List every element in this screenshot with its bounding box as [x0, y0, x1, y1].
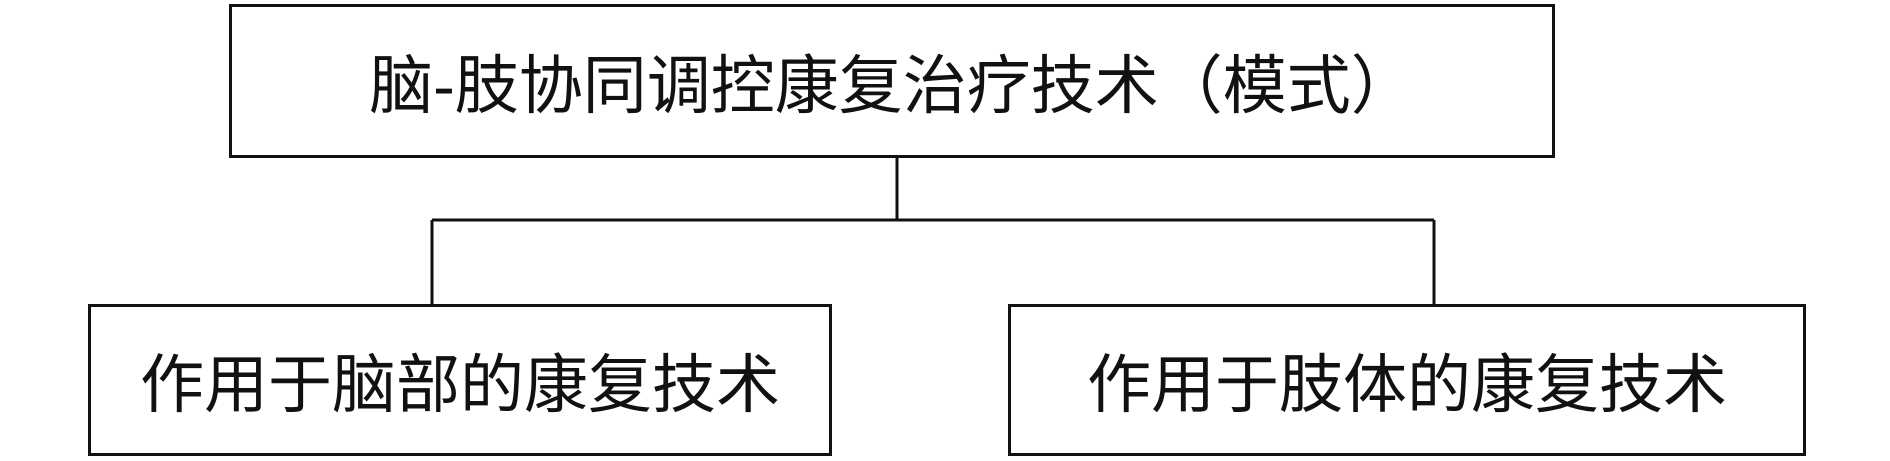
root-node-label: 脑-肢协同调控康复治疗技术（模式） [369, 50, 1415, 124]
child-node-brain-box: 作用于脑部的康复技术 [88, 304, 832, 456]
child-node-limb-box: 作用于肢体的康复技术 [1008, 304, 1806, 456]
child-node-limb-label: 作用于肢体的康复技术 [1087, 349, 1727, 423]
child-node-brain-label: 作用于脑部的康复技术 [140, 349, 780, 423]
root-node-box: 脑-肢协同调控康复治疗技术（模式） [229, 4, 1555, 158]
